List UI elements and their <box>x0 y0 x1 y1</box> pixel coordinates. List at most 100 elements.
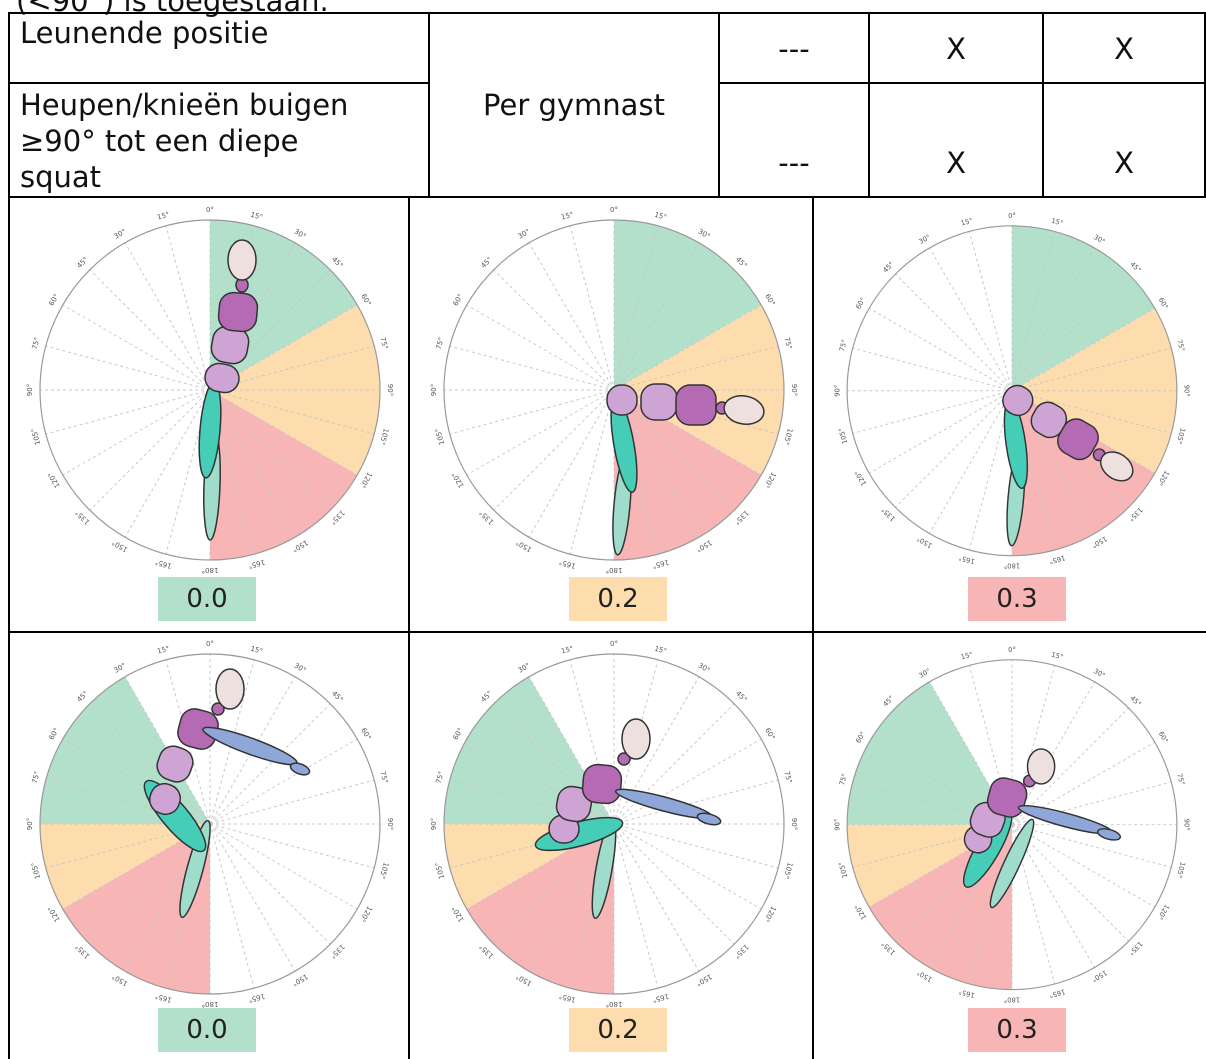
dial-spoke <box>1011 231 1056 391</box>
dial-spoke <box>493 269 615 391</box>
dial-angle-label: 75° <box>31 336 42 350</box>
dial-spoke <box>209 823 358 910</box>
dial-ring <box>39 219 381 561</box>
dial-spoke <box>528 389 615 538</box>
dial-spoke <box>1011 273 1129 392</box>
dial-angle-label: 15° <box>560 645 574 656</box>
dial-angle-label: 15° <box>250 645 264 656</box>
dial-spoke <box>209 389 331 511</box>
dial-angle-label: 105° <box>1175 427 1187 445</box>
dial-angle-label: 60° <box>763 727 776 742</box>
grid-hline-mid <box>8 631 1206 633</box>
dial-angle-label: 90° <box>386 384 394 396</box>
dial-angle-label: 90° <box>833 819 841 831</box>
dial-angle-label: 120° <box>358 471 373 490</box>
dial-angle-label: 30° <box>517 228 532 241</box>
dial-angle-label: 150° <box>1090 968 1108 983</box>
dial-angle-label: 45° <box>76 690 90 704</box>
dial-angle-label: 15° <box>560 211 574 222</box>
table-vline-0 <box>8 12 10 1059</box>
dial-spoke <box>209 703 331 825</box>
dial-spoke <box>89 823 211 945</box>
dial-spoke <box>868 741 1013 826</box>
dial-angle-label: 75° <box>782 770 793 784</box>
pelvis <box>1002 384 1034 417</box>
dial-angle-label: 135° <box>74 508 92 526</box>
position-dial-5: 0°15°30°45°60°75°90°105°120°135°150°165°… <box>430 640 798 1008</box>
dial-spoke <box>466 823 615 910</box>
dial-angle-label: 165° <box>154 992 172 1004</box>
dial-spoke <box>613 823 735 945</box>
dial-angle-label: 15° <box>654 211 668 222</box>
head <box>1100 451 1134 482</box>
dial-angle-label: 165° <box>247 558 265 570</box>
dial-angle-label: 105° <box>782 427 794 445</box>
shin <box>989 818 1035 909</box>
abdomen <box>640 383 678 421</box>
dial-spoke <box>929 824 1013 968</box>
dial-angle-label: 60° <box>359 727 372 742</box>
dial-angle-label: 90° <box>790 818 798 830</box>
dial-angle-label: 15° <box>1050 217 1064 228</box>
dial-angle-label: 135° <box>328 942 346 960</box>
head <box>723 395 765 425</box>
dial-angle-label: 165° <box>958 987 976 999</box>
dial-angle-label: 150° <box>916 534 934 549</box>
dial-spoke <box>613 703 735 825</box>
dial-angle-label: 120° <box>853 903 868 921</box>
dial-spoke <box>209 738 358 825</box>
dial-spoke <box>868 307 1013 392</box>
dial-angle-label: 165° <box>558 558 576 570</box>
dial-spoke <box>209 345 375 391</box>
grid-vline-2 <box>812 198 814 1059</box>
dial-spoke <box>209 304 358 391</box>
dial-angle-label: 15° <box>960 651 974 662</box>
dial-angle-label: 45° <box>330 256 344 270</box>
dial-angle-label: 90° <box>790 384 798 396</box>
dial-spoke <box>209 823 296 972</box>
row2-col5: X <box>1114 146 1134 180</box>
dial-angle-label: 30° <box>1092 233 1106 246</box>
dial-angle-label: 150° <box>291 538 310 553</box>
dial-angle-label: 105° <box>782 861 794 879</box>
row2-label-line1: Heupen/knieën buigen <box>20 88 349 122</box>
neck <box>617 752 631 766</box>
dial-angle-label: 45° <box>480 256 494 270</box>
dial-angle-label: 60° <box>48 727 61 742</box>
dial-angle-label: 150° <box>515 538 534 553</box>
dial-angle-label: 135° <box>1127 506 1144 523</box>
dial-angle-label: 180° <box>606 566 623 574</box>
row2-label-line3: squat <box>20 160 102 194</box>
dial-spoke <box>493 703 615 825</box>
dial-angle-label: 180° <box>1004 561 1020 569</box>
dial-angle-label: 120° <box>358 905 373 924</box>
dial-angle-label: 150° <box>695 972 714 987</box>
dial-spoke <box>868 824 1013 908</box>
dial-spoke <box>45 823 211 869</box>
dial-angle-label: 45° <box>1128 694 1142 708</box>
dial-angle-label: 135° <box>880 940 897 957</box>
dial-spoke <box>613 389 762 476</box>
dial-spoke <box>466 304 615 391</box>
dial-spoke <box>1011 824 1129 942</box>
dial-spoke <box>209 389 375 435</box>
dial-ring <box>39 653 381 995</box>
dial-angle-label: 45° <box>734 256 748 270</box>
dial-angle-label: 165° <box>651 992 669 1004</box>
dial-spoke <box>895 273 1013 392</box>
dial-angle-label: 30° <box>113 662 128 675</box>
zone-red <box>62 824 211 994</box>
dial-angle-label: 45° <box>881 260 895 274</box>
dial-spoke <box>1011 307 1156 392</box>
dial-spoke <box>209 823 331 945</box>
dial-spoke <box>1011 665 1056 825</box>
row2-col3: --- <box>778 146 810 180</box>
dial-angle-label: 60° <box>854 730 867 744</box>
head <box>227 239 257 281</box>
dial-spoke <box>1011 681 1095 825</box>
dial-spoke <box>868 390 1013 474</box>
dial-spoke <box>852 390 1013 434</box>
dial-spoke <box>528 676 615 825</box>
dial-spoke <box>528 823 615 972</box>
dial-angle-label: 135° <box>328 508 346 526</box>
